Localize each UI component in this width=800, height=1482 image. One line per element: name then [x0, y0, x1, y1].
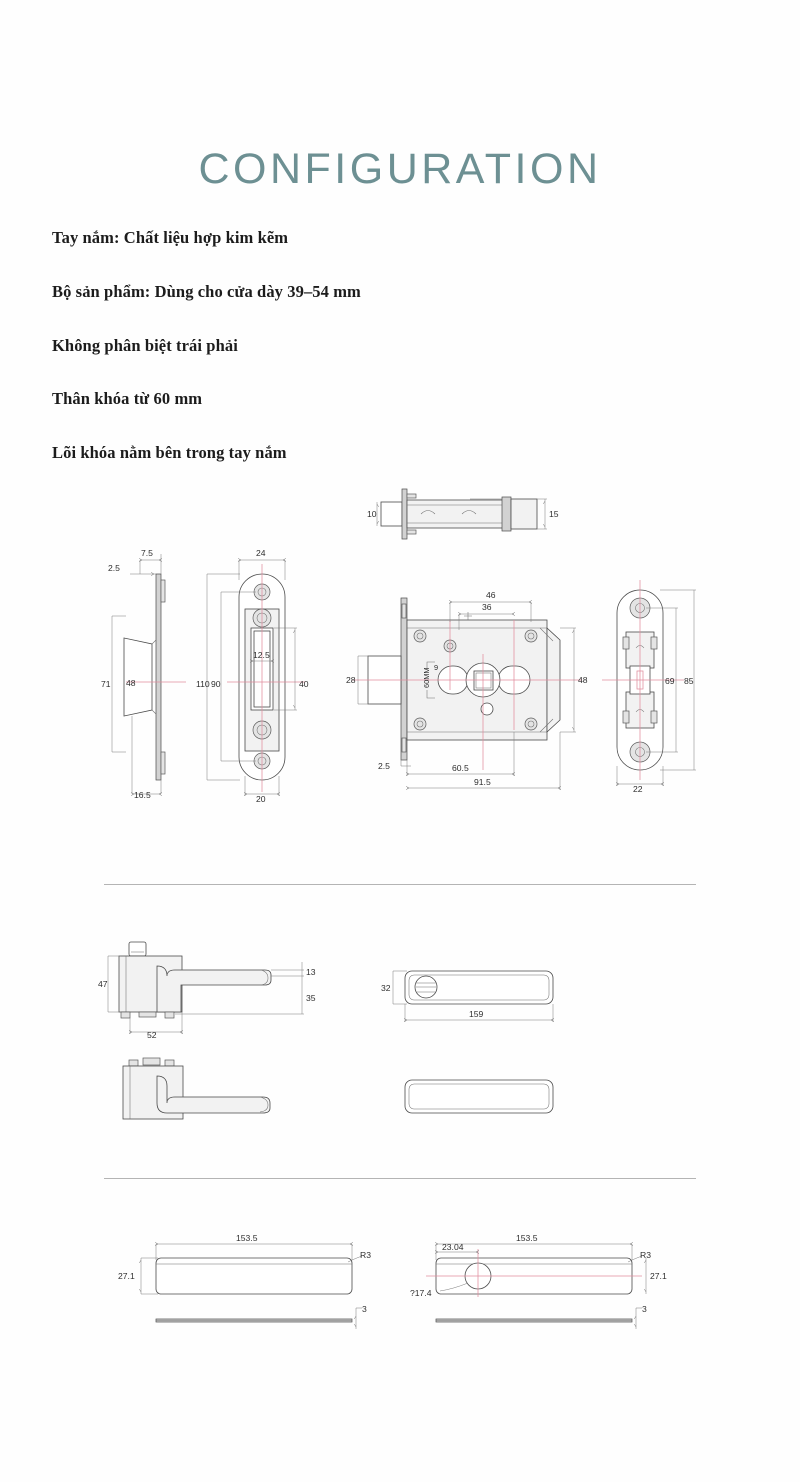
dim-handle-52: 52	[147, 1030, 157, 1040]
dim-plate-r3: R3	[360, 1250, 371, 1260]
dim-handle-13: 13	[306, 967, 316, 977]
dim-lock-28: 28	[346, 675, 356, 685]
section-divider-top	[104, 884, 696, 885]
handle-side-view: 47 13 35 52	[98, 941, 316, 1040]
handle-top-view: 32 159	[381, 970, 555, 1022]
dim-strike-face-24: 24	[256, 548, 266, 558]
lock-body-face-view: 60MM 46 36 9 28 48	[346, 590, 588, 790]
drawing-lock-assembly: 10 15 7.5 2.	[90, 480, 710, 820]
dim-forend-22: 22	[633, 784, 643, 794]
spec-item-cylinder-location: Lõi khóa nằm bên trong tay nắm	[52, 443, 287, 463]
dim-plate-153-5: 153.5	[236, 1233, 258, 1243]
spec-item-handing: Không phân biệt trái phải	[52, 335, 238, 355]
spec-item-handle-material: Tay nắm: Chất liệu hợp kim kẽm	[52, 228, 289, 247]
dim-strike-side-71: 71	[101, 679, 111, 689]
dim-plate2-153-5: 153.5	[516, 1233, 538, 1243]
dim-forend-69: 69	[665, 676, 675, 686]
spec-item-lock-body: Thân khóa từ 60 mm	[52, 389, 203, 409]
section-divider-bottom	[104, 1178, 696, 1179]
dim-forend-85: 85	[684, 676, 694, 686]
drawing-plate-views: 153.5 R3 27.1 3	[100, 1225, 710, 1365]
dim-strike-side-7-5: 7.5	[141, 548, 153, 558]
handle-bottom-view	[404, 1079, 554, 1114]
dim-handletop-32: 32	[381, 983, 391, 993]
dim-lock-60-5: 60.5	[452, 763, 469, 773]
latch-bolt-side-view: 10 15	[367, 488, 559, 540]
dim-lock-91-5: 91.5	[474, 777, 491, 787]
dim-lock-46: 46	[486, 590, 496, 600]
dim-plate2-23-04: 23.04	[442, 1242, 464, 1252]
plate-cylinder-hole-view: 153.5 23.04 R3 27.1 ?17.4 3	[410, 1233, 667, 1329]
dim-lock-48: 48	[578, 675, 588, 685]
dim-lock-36: 36	[482, 602, 492, 612]
dim-plate2-27-1: 27.1	[650, 1271, 667, 1281]
lock-forend-view: 69 85 22	[602, 580, 696, 794]
plate-blank-view: 153.5 R3 27.1 3	[118, 1233, 371, 1329]
dim-handletop-159: 159	[469, 1009, 484, 1019]
drawing-handle-views: 47 13 35 52	[95, 935, 705, 1165]
dim-lock-2-5: 2.5	[378, 761, 390, 771]
dim-strike-face-40: 40	[299, 679, 309, 689]
dim-plate2-dia-17-4: ?17.4	[410, 1288, 432, 1298]
note-lock-60mm: 60MM	[422, 667, 431, 688]
dim-strike-side-16-5: 16.5	[134, 790, 151, 800]
dim-plate2-3: 3	[642, 1304, 647, 1314]
dim-strike-face-20: 20	[256, 794, 266, 804]
strike-plate-face-view: 24 110 90 12.5 40 20	[196, 548, 309, 804]
dim-plate2-r3: R3	[640, 1250, 651, 1260]
dim-latch-15: 15	[549, 509, 559, 519]
specification-list: Tay nắm: Chất liệu hợp kim kẽm Bộ sản ph…	[52, 228, 752, 497]
dim-handle-35: 35	[306, 993, 316, 1003]
dim-strike-face-110: 110	[196, 679, 210, 689]
dim-strike-face-12-5: 12.5	[253, 650, 270, 660]
dim-plate-27-1: 27.1	[118, 1271, 135, 1281]
strike-plate-side-view: 7.5 2.5 71 48 16.5	[101, 548, 186, 800]
dim-strike-side-2-5: 2.5	[108, 563, 120, 573]
dim-handle-47: 47	[98, 979, 108, 989]
page-title: CONFIGURATION	[198, 145, 602, 193]
dim-plate-3: 3	[362, 1304, 367, 1314]
dim-strike-side-48: 48	[126, 678, 136, 688]
handle-perspective-view	[122, 1057, 271, 1120]
dim-strike-face-90: 90	[211, 679, 221, 689]
dim-latch-10: 10	[367, 509, 377, 519]
dim-lock-9: 9	[434, 663, 438, 672]
spec-item-door-thickness: Bộ sản phẩm: Dùng cho cửa dày 39–54 mm	[52, 281, 361, 301]
